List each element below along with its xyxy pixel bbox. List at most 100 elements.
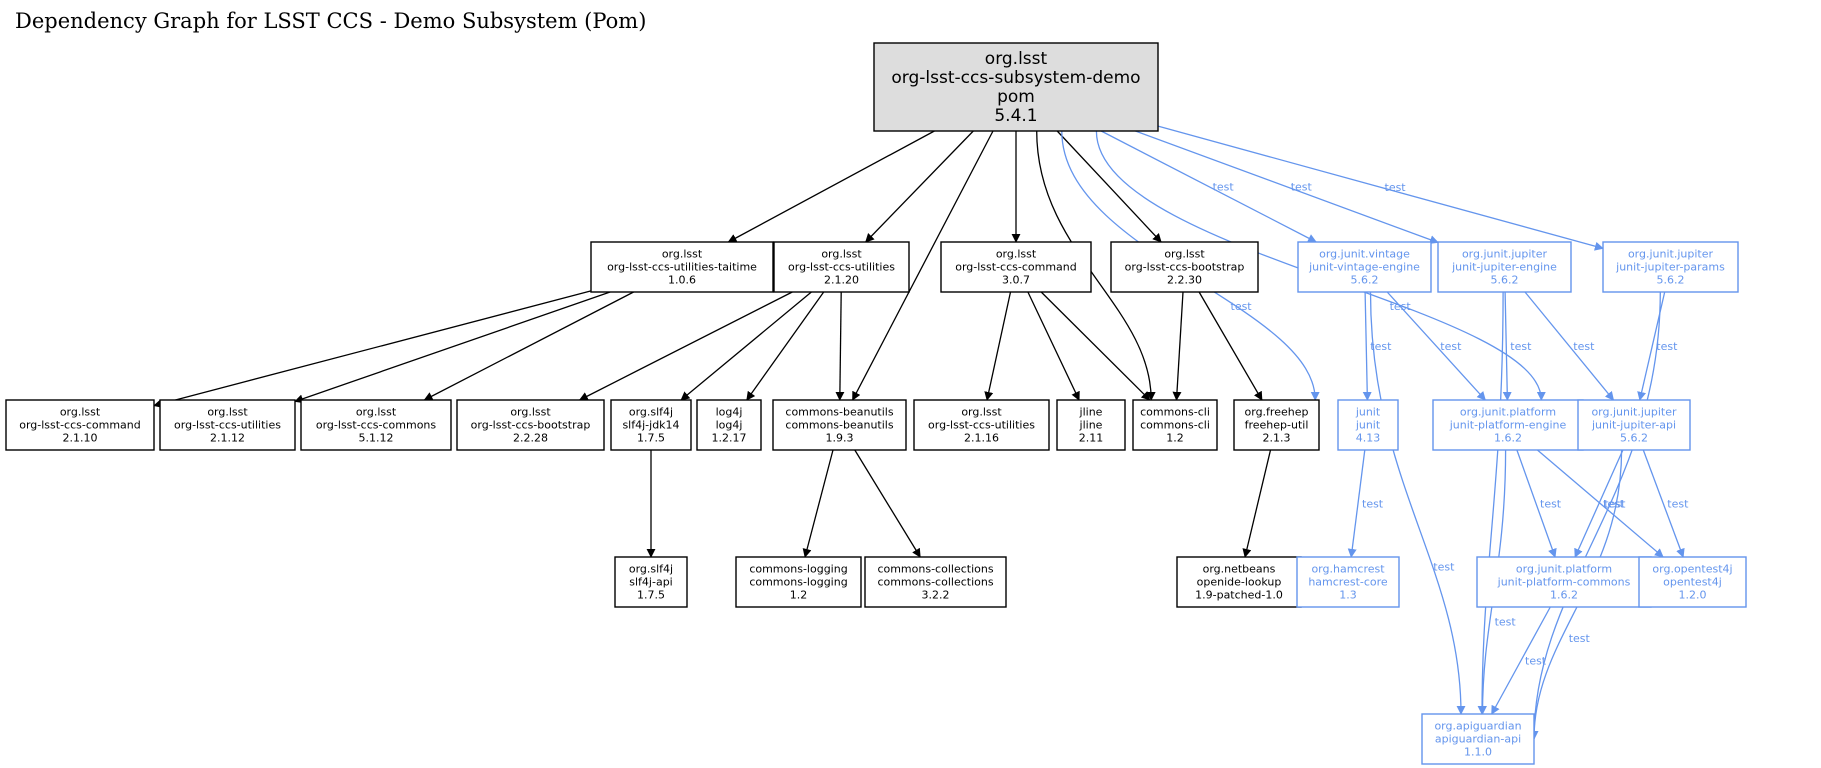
edge-root-to-util-2120 xyxy=(865,130,974,243)
node-label-line: 5.6.2 xyxy=(1491,274,1519,287)
node-root[interactable]: org.lsstorg-lsst-ccs-subsystem-demopom5.… xyxy=(873,42,1159,132)
edge-label: test xyxy=(1362,498,1384,511)
node-label-line: log4j xyxy=(716,406,743,419)
node-platform-engine[interactable]: org.junit.platformjunit-platform-engine1… xyxy=(1432,399,1584,451)
node-vintage[interactable]: org.junit.vintagejunit-vintage-engine5.6… xyxy=(1297,241,1432,293)
node-label-line: 2.2.30 xyxy=(1167,274,1202,287)
node-util-taitime[interactable]: org.lsstorg-lsst-ccs-utilities-taitime1.… xyxy=(590,241,774,293)
node-label-line: 2.1.12 xyxy=(210,432,245,445)
edge-label: test xyxy=(1370,340,1392,353)
node-label-line: org.freehep xyxy=(1245,406,1309,419)
edge-label: test xyxy=(1440,340,1462,353)
edge-line xyxy=(1369,291,1466,715)
edge-util-taitime-to-command-2110 xyxy=(153,290,592,408)
node-label-line: org-lsst-ccs-utilities xyxy=(928,419,1035,432)
node-jupiter-params[interactable]: org.junit.jupiterjunit-jupiter-params5.6… xyxy=(1602,241,1739,293)
edge-line xyxy=(1502,291,1512,401)
node-label-line: org.slf4j xyxy=(629,563,673,576)
node-label-line: org.netbeans xyxy=(1203,563,1276,576)
edge-line xyxy=(802,449,834,558)
edge-jupiter-engine-to-platform-engine: test xyxy=(1502,291,1532,401)
node-label-line: org.hamcrest xyxy=(1311,563,1385,576)
node-box xyxy=(5,399,155,451)
edge-root-to-commons-cli xyxy=(1036,130,1156,401)
edge-line xyxy=(852,130,994,401)
edge-label: test xyxy=(1540,498,1562,511)
node-jupiter-engine[interactable]: org.junit.jupiterjunit-jupiter-engine5.6… xyxy=(1437,241,1572,293)
node-label-line: 1.7.5 xyxy=(637,589,665,602)
node-box xyxy=(1577,399,1691,451)
edge-line xyxy=(1574,449,1624,558)
node-box xyxy=(772,399,907,451)
node-label-line: junit-platform-engine xyxy=(1449,419,1567,432)
edge-root-to-beanutils xyxy=(852,130,994,401)
node-label-line: commons-logging xyxy=(749,576,847,589)
edge-label: test xyxy=(1603,498,1625,511)
node-label-line: org-lsst-ccs-command xyxy=(19,419,141,432)
node-label-line: junit-platform-commons xyxy=(1497,576,1631,589)
node-label-line: org-lsst-ccs-utilities xyxy=(174,419,281,432)
edge-beanutils-to-commons-logging xyxy=(802,449,834,558)
edge-util-2120-to-beanutils xyxy=(835,291,845,401)
edge-line xyxy=(1036,130,1156,401)
node-openide[interactable]: org.netbeansopenide-lookup1.9-patched-1.… xyxy=(1176,556,1302,608)
node-label-line: slf4j-api xyxy=(629,576,672,589)
node-label-line: junit-vintage-engine xyxy=(1308,261,1420,274)
node-label-line: 1.2 xyxy=(1166,432,1184,445)
edge-label: test xyxy=(1604,498,1626,511)
node-label-line: org.lsst xyxy=(356,406,397,419)
node-label-line: 1.7.5 xyxy=(637,432,665,445)
node-label-line: junit-jupiter-params xyxy=(1615,261,1725,274)
node-box xyxy=(1056,399,1126,451)
node-label-line: apiguardian-api xyxy=(1435,733,1521,746)
node-label-line: junit xyxy=(1355,419,1381,432)
edge-line xyxy=(1491,606,1551,715)
edge-junit-to-hamcrest: test xyxy=(1347,449,1384,558)
node-label-line: freehep-util xyxy=(1245,419,1309,432)
node-label-line: 2.11 xyxy=(1079,432,1104,445)
edge-root-to-jupiter-engine: test xyxy=(1135,130,1439,244)
node-platform-commons[interactable]: org.junit.platformjunit-platform-commons… xyxy=(1476,556,1652,608)
node-label-line: jline xyxy=(1079,406,1103,419)
node-box xyxy=(1233,399,1320,451)
edge-vintage-to-apiguardian: test xyxy=(1369,291,1466,715)
node-commons-collections[interactable]: commons-collectionscommons-collections3.… xyxy=(864,556,1007,608)
node-box xyxy=(1337,399,1399,451)
edge-util-2120-to-bootstrap-2228 xyxy=(578,291,793,401)
edge-vintage-to-junit: test xyxy=(1362,291,1392,401)
node-label-line: pom xyxy=(997,87,1035,107)
edge-line xyxy=(423,291,634,401)
node-label-line: org.lsst xyxy=(985,49,1048,69)
edge-root-to-util-taitime xyxy=(727,130,935,243)
edge-line xyxy=(1027,291,1080,401)
edge-platform-engine-to-platform-commons: test xyxy=(1516,449,1562,558)
node-box xyxy=(873,42,1159,132)
node-label-line: org.lsst xyxy=(207,406,248,419)
edge-line xyxy=(1242,449,1272,558)
edge-platform-commons-to-apiguardian: test xyxy=(1491,606,1551,715)
edge-line xyxy=(294,291,611,404)
node-label-line: org.lsst xyxy=(60,406,101,419)
edge-line xyxy=(1347,449,1366,558)
